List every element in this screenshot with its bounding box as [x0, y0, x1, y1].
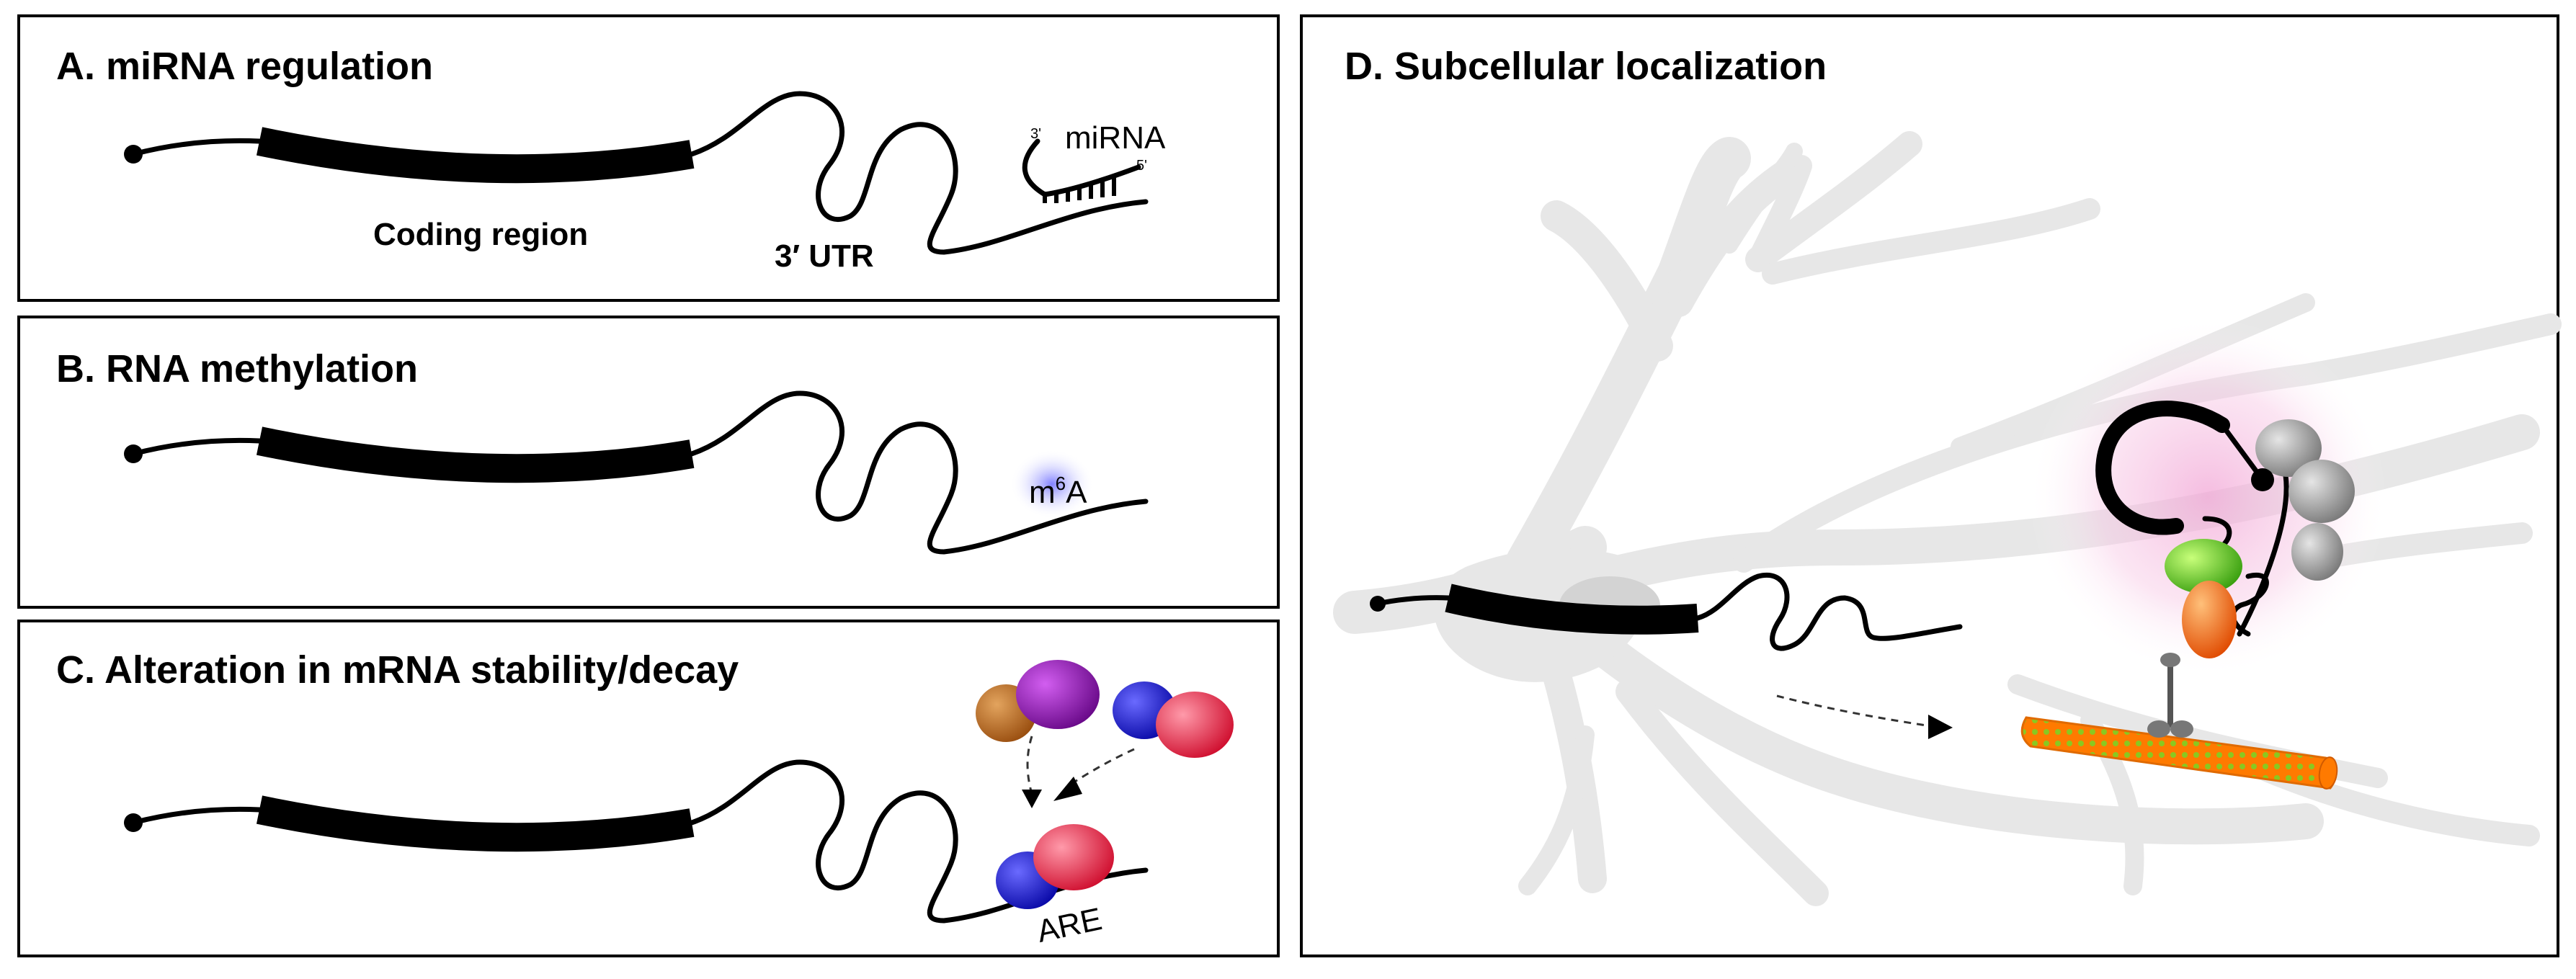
motor-foot-left	[2147, 720, 2170, 738]
rna-linker-3	[2237, 473, 2289, 637]
3-utr-line	[689, 759, 1149, 924]
arrowhead-2	[1053, 777, 1082, 801]
mirna-label: miRNA	[1065, 120, 1166, 156]
panel-b-title: B. RNA methylation	[56, 347, 418, 390]
adaptor-orange-protein	[2182, 581, 2237, 658]
base-pairing-ticks	[1043, 174, 1116, 203]
ribosome-gray-1	[2255, 419, 2322, 477]
5-utr-line	[130, 138, 262, 157]
panel-d-frame	[1300, 14, 2559, 957]
3-utr-line	[689, 390, 1149, 555]
microtubule	[2020, 716, 2338, 790]
coding-region-bar	[256, 795, 695, 852]
arrowhead-1	[1022, 790, 1042, 808]
coding-region-bar	[256, 426, 695, 483]
motor-foot-right	[2170, 720, 2193, 738]
coding-region-bar	[1445, 584, 1699, 635]
rnp-granule-glow	[2028, 317, 2388, 677]
3-utr-line	[1695, 572, 1963, 651]
motor-head-top	[2160, 653, 2180, 667]
panel-b: B. RNA methylation m6A	[17, 316, 1280, 609]
transport-arrowhead	[1928, 715, 1953, 739]
panel-a-title: A. miRNA regulation	[56, 45, 433, 88]
m6a-label: m6A	[1029, 473, 1087, 510]
transport-arrow	[1776, 694, 1932, 728]
panel-c: C. Alteration in mRNA stability/decay AR…	[17, 620, 1280, 957]
m6a-glow	[1010, 450, 1094, 519]
5-utr-line	[1375, 595, 1451, 607]
mrna-a	[124, 91, 1149, 255]
coding-region-bar	[256, 127, 695, 184]
coding-region-label: Coding region	[373, 217, 588, 252]
bound-red-protein	[1033, 824, 1114, 890]
rbp-purple-protein	[1016, 660, 1100, 729]
panel-b-frame	[17, 316, 1280, 609]
5-utr-line	[130, 806, 262, 826]
3utr-label: 3′ UTR	[775, 238, 874, 274]
5-utr-line	[130, 437, 262, 457]
mirna-3prime-label: 3'	[1030, 126, 1041, 142]
panel-c-title: C. Alteration in mRNA stability/decay	[56, 648, 739, 692]
panel-a-frame	[17, 14, 1280, 302]
panel-c-frame	[17, 620, 1280, 957]
mrna-c	[124, 759, 1149, 924]
cap-link	[2220, 423, 2265, 482]
ribosome-gray-3	[2291, 523, 2343, 581]
binding-arrow-2	[1069, 748, 1135, 787]
panel-d-title: D. Subcellular localization	[1345, 45, 1827, 88]
mrna-b	[124, 390, 1149, 555]
ribosome-gray-2	[2288, 460, 2355, 523]
panel-a: A. miRNA regulation Coding region 3′ UTR…	[17, 14, 1280, 302]
3-utr-line	[689, 91, 1149, 255]
adaptor-green-protein	[2165, 539, 2242, 594]
mrna-d	[1370, 572, 1963, 651]
are-label: ARE	[1034, 901, 1105, 949]
binding-arrow-1	[1026, 736, 1033, 795]
panel-d: D. Subcellular localization	[1300, 14, 2562, 957]
rna-hook	[2095, 401, 2230, 535]
mirna-5prime-label: 5'	[1136, 158, 1147, 174]
rbp-red-protein	[1156, 692, 1234, 758]
